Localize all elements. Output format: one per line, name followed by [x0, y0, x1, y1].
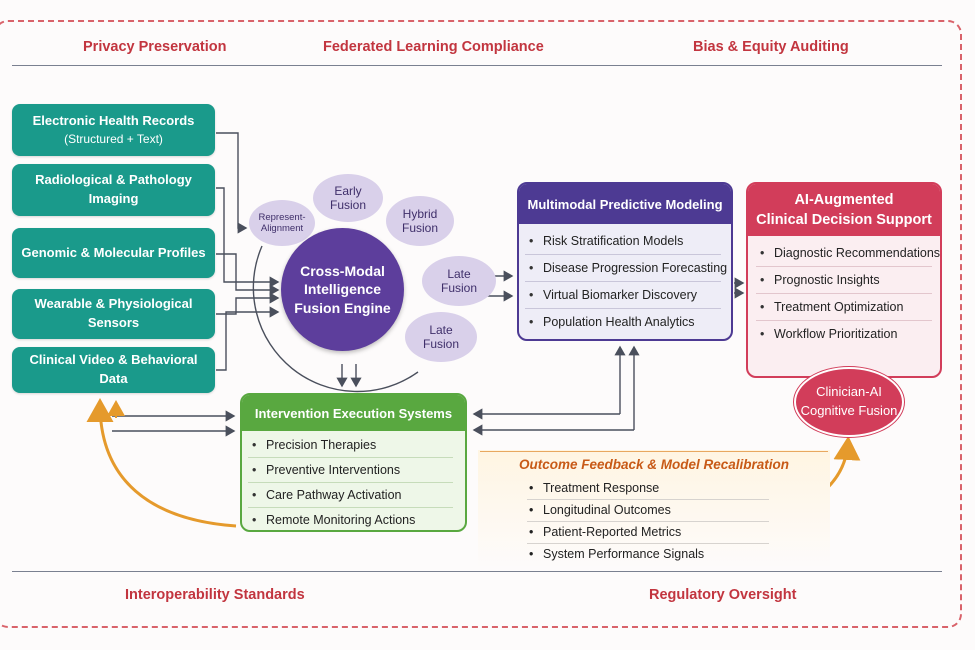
source-genomic-label: Genomic & Molecular Profiles [21, 244, 206, 260]
source-wearable: Wearable & Physiological Sensors [12, 289, 215, 339]
predictive-modeling-panel: Multimodal Predictive Modeling Risk Stra… [517, 182, 733, 341]
bubble-hybrid-fusion: Hybrid Fusion [386, 196, 454, 246]
bubble-representation-alignment: Represent- Alignment [249, 200, 315, 246]
predictive-item: Virtual Biomarker Discovery [525, 282, 721, 309]
feedback-item: Treatment Response [527, 478, 769, 500]
feedback-title: Outcome Feedback & Model Recalibration [518, 457, 790, 472]
fusion-loop-arc [252, 245, 419, 393]
source-wearable-label: Wearable & Physiological Sensors [34, 296, 193, 330]
feedback-divider [480, 451, 828, 452]
fusion-engine: Cross-Modal Intelligence Fusion Engine [281, 228, 404, 351]
predictive-item: Population Health Analytics [525, 309, 721, 335]
source-genomic: Genomic & Molecular Profiles [12, 228, 215, 278]
source-video-label: Clinical Video & Behavioral Data [29, 352, 198, 386]
source-ehr-label: Electronic Health Records [32, 112, 195, 128]
genomic-connector [216, 253, 280, 296]
intervention-panel: Intervention Execution Systems Precision… [240, 393, 467, 532]
top-divider [12, 65, 942, 66]
decision-item: Prognostic Insights [756, 267, 932, 294]
feedback-item: System Performance Signals [527, 544, 769, 565]
feedback-item: Patient-Reported Metrics [527, 522, 769, 544]
intervention-title: Intervention Execution Systems [242, 395, 465, 431]
feedback-list: Treatment Response Longitudinal Outcomes… [527, 478, 769, 565]
feedback-arrow-left [86, 398, 237, 528]
bottom-divider [12, 571, 942, 572]
source-ehr: Electronic Health Records (Structured + … [12, 104, 215, 156]
governance-privacy: Privacy Preservation [83, 39, 227, 55]
video-connector [216, 306, 280, 371]
intervention-item: Care Pathway Activation [248, 483, 453, 508]
governance-interoperability: Interoperability Standards [125, 587, 305, 603]
decision-item: Diagnostic Recommendations [756, 240, 940, 267]
decision-item: Workflow Prioritization [756, 321, 932, 347]
governance-bias: Bias & Equity Auditing [693, 39, 849, 55]
intervention-item: Precision Therapies [248, 433, 453, 458]
predictive-item: Disease Progression Forecasting [525, 255, 727, 282]
source-ehr-sub: (Structured + Text) [64, 131, 163, 146]
source-imaging: Radiological & Pathology Imaging [12, 164, 215, 216]
governance-federated: Federated Learning Compliance [323, 39, 544, 55]
governance-frame [0, 20, 962, 628]
source-video: Clinical Video & Behavioral Data [12, 347, 215, 393]
bubble-late-fusion-2: Late Fusion [405, 312, 477, 362]
imaging-connector [216, 187, 280, 288]
decision-item: Treatment Optimization [756, 294, 932, 321]
source-imaging-label: Radiological & Pathology Imaging [35, 172, 192, 206]
feedback-item: Longitudinal Outcomes [527, 500, 769, 522]
governance-regulatory: Regulatory Oversight [649, 587, 797, 603]
predictive-item: Risk Stratification Models [525, 228, 721, 255]
intervention-item: Preventive Interventions [248, 458, 453, 483]
decision-support-panel: AI-Augmented Clinical Decision Support D… [746, 182, 942, 378]
bubble-late-fusion-1: Late Fusion [422, 256, 496, 306]
intervention-item: Remote Monitoring Actions [248, 508, 453, 530]
decision-support-title: AI-Augmented Clinical Decision Support [748, 184, 940, 236]
ehr-connector [216, 132, 248, 234]
fusion-engine-title: Cross-Modal Intelligence Fusion Engine [294, 263, 391, 316]
clinician-ai-fusion: Clinician-AI Cognitive Fusion [794, 367, 904, 437]
bubble-early-fusion: Early Fusion [313, 174, 383, 222]
predictive-modeling-title: Multimodal Predictive Modeling [519, 184, 731, 224]
